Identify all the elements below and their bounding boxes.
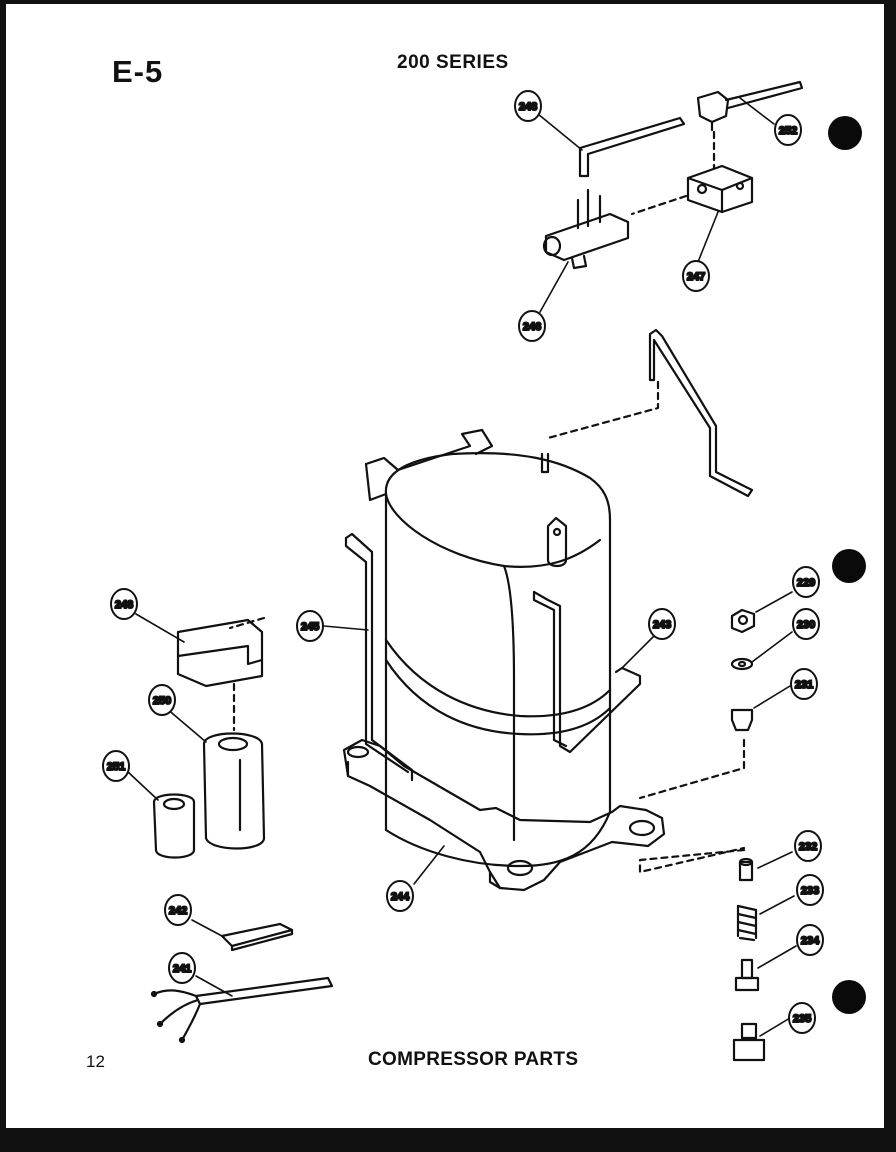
part-231-grommet [730,708,754,732]
svg-text:252: 252 [779,125,797,137]
svg-text:231: 231 [795,679,813,691]
dash-231-base [638,738,746,800]
callout-233: 233 [796,874,824,906]
svg-text:246: 246 [523,321,541,333]
part-246-terminal [542,188,630,270]
dash-249 [228,616,266,630]
discharge-tube [648,328,754,498]
svg-text:233: 233 [801,885,819,897]
part-250-capacitor [202,732,266,850]
dash-tube-compressor [546,380,660,440]
page-code: E-5 [112,54,164,89]
svg-text:251: 251 [107,761,125,773]
part-248-tube [578,116,686,178]
compressor-shell [364,428,612,868]
part-241-harness [150,976,334,1044]
series-title: 200 SERIES [397,52,509,73]
part-230-washer [730,657,754,671]
callout-244: 244 [386,880,414,912]
callout-241: 241 [168,952,196,984]
dash-base-232 [638,846,746,874]
callout-229: 229 [792,566,820,598]
callout-248-top: 248 [514,90,542,122]
svg-text:242: 242 [169,905,187,917]
svg-text:250: 250 [153,695,171,707]
callout-235: 235 [788,1002,816,1034]
part-247-relay [686,164,754,214]
part-229-nut [730,608,756,634]
dash-247-246 [630,194,688,216]
callout-250: 250 [148,684,176,716]
callout-246: 246 [518,310,546,342]
callout-242: 242 [164,894,192,926]
callout-247: 247 [682,260,710,292]
svg-text:245: 245 [301,621,319,633]
callout-230: 230 [792,608,820,640]
part-252-overload [696,80,804,132]
part-243-tube [532,590,642,754]
callout-251: 251 [102,750,130,782]
part-232-sleeve [738,857,754,882]
part-249-bracket [176,618,264,688]
punch-hole-top [828,116,862,150]
part-233-spring [736,904,758,942]
svg-text:248: 248 [519,101,537,113]
svg-text:230: 230 [797,619,815,631]
svg-text:229: 229 [797,577,815,589]
callout-252: 252 [774,114,802,146]
punch-hole-middle [832,549,866,583]
page-number: 12 [86,1052,105,1071]
callout-232: 232 [794,830,822,862]
svg-text:232: 232 [799,841,817,853]
diagram-caption: COMPRESSOR PARTS [368,1049,579,1070]
part-251-capacitor [152,793,196,859]
part-234-stud [734,958,760,992]
callout-248-bracket: 248 [110,588,138,620]
part-242-clip [220,922,294,952]
svg-text:235: 235 [793,1013,811,1025]
callout-234: 234 [796,924,824,956]
callout-245: 245 [296,610,324,642]
svg-text:241: 241 [173,963,191,975]
svg-text:234: 234 [801,935,820,947]
punch-hole-bottom [832,980,866,1014]
svg-text:243: 243 [653,619,671,631]
svg-text:244: 244 [391,891,410,903]
part-235-foot [732,1022,766,1062]
svg-text:247: 247 [687,271,705,283]
leader-lines [127,97,797,1037]
callout-231: 231 [790,668,818,700]
svg-text:248: 248 [115,599,133,611]
callout-243: 243 [648,608,676,640]
part-244-base [342,738,666,892]
